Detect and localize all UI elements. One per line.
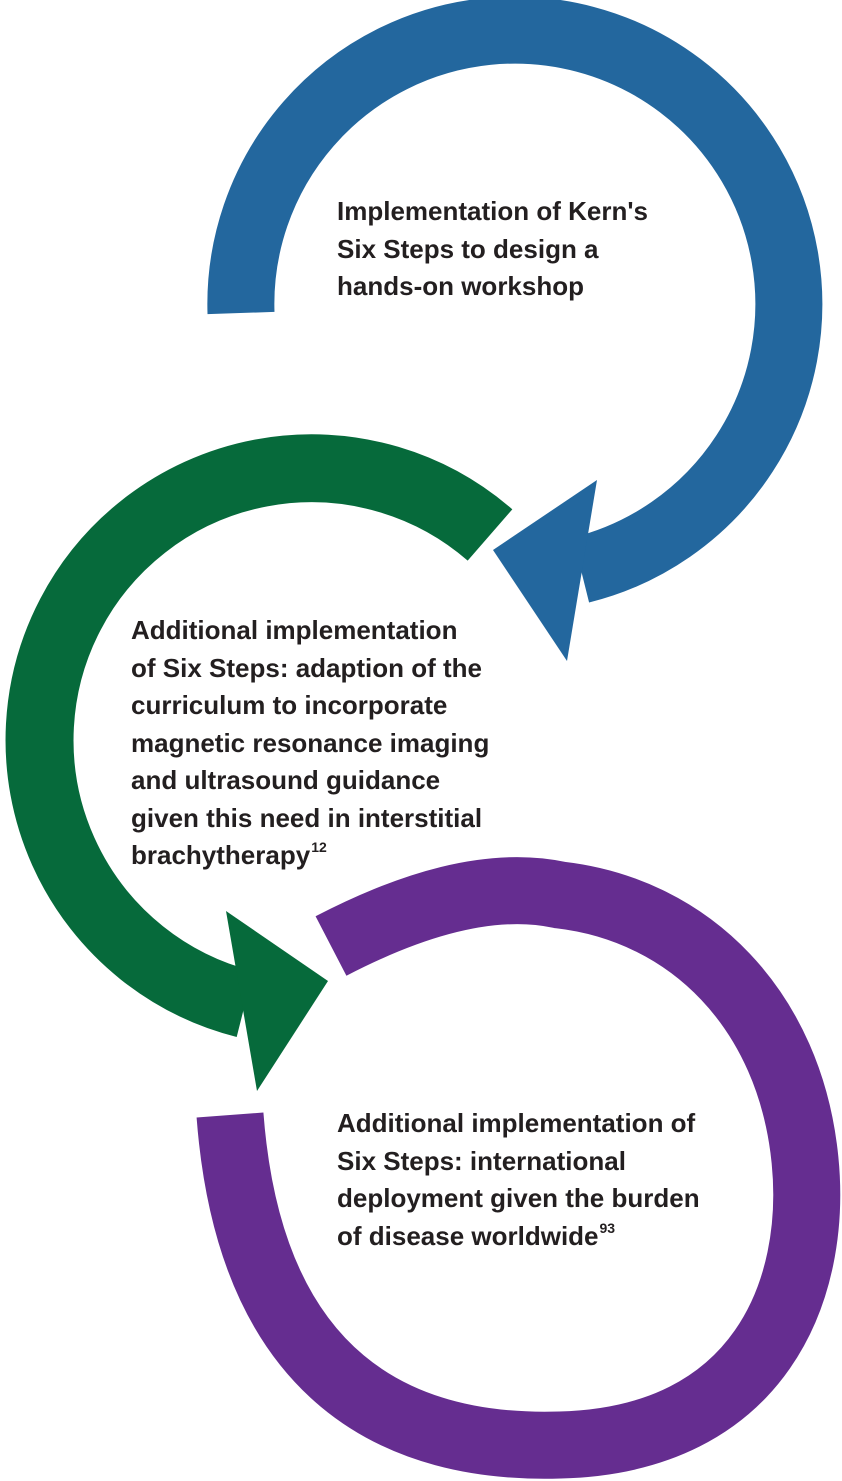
step-2-line: and ultrasound guidance [131,765,441,795]
step-2-last-line: brachytherapy [131,840,311,870]
step-3-text: Additional implementation of Six Steps: … [337,1105,700,1255]
step-2-line: of Six Steps: adaption of the [131,652,483,683]
step-3-line: of disease worldwide93 [337,1218,700,1256]
step-2-line: given this need in interstitial [131,802,483,833]
step-3-line: Additional implementation of [337,1108,696,1138]
step-3-citation: 93 [599,1219,616,1236]
step-1-arrow [207,0,823,661]
step-3-arc [196,857,841,1479]
step-1-line: Six Steps to design a [337,233,599,264]
step-3-line: Six Steps: international [337,1145,626,1176]
step-1-line: hands-on workshop [337,271,584,301]
step-3-line: deployment given the burden [337,1183,700,1213]
step-2-line: magnetic resonance imaging [131,727,490,758]
step-3-arrow [196,857,841,1479]
step-1-arc [207,0,823,603]
step-2-arrow [5,434,513,1091]
step-2-citation: 12 [311,839,327,855]
step-2-line: brachytherapy12 [131,837,489,875]
step-1-text: Implementation of Kern's Six Steps to de… [337,193,648,306]
step-1-arrowhead [493,480,597,661]
step-1-line: Implementation of Kern's [337,196,648,226]
step-2-text: Additional implementation of Six Steps: … [131,612,489,875]
step-2-arc [5,434,513,1037]
step-2-arrowhead [226,911,328,1091]
step-2-line: curriculum to incorporate [131,690,448,720]
step-2-line: Additional implementation [131,615,458,645]
step-3-last-line: of disease worldwide [337,1220,599,1251]
